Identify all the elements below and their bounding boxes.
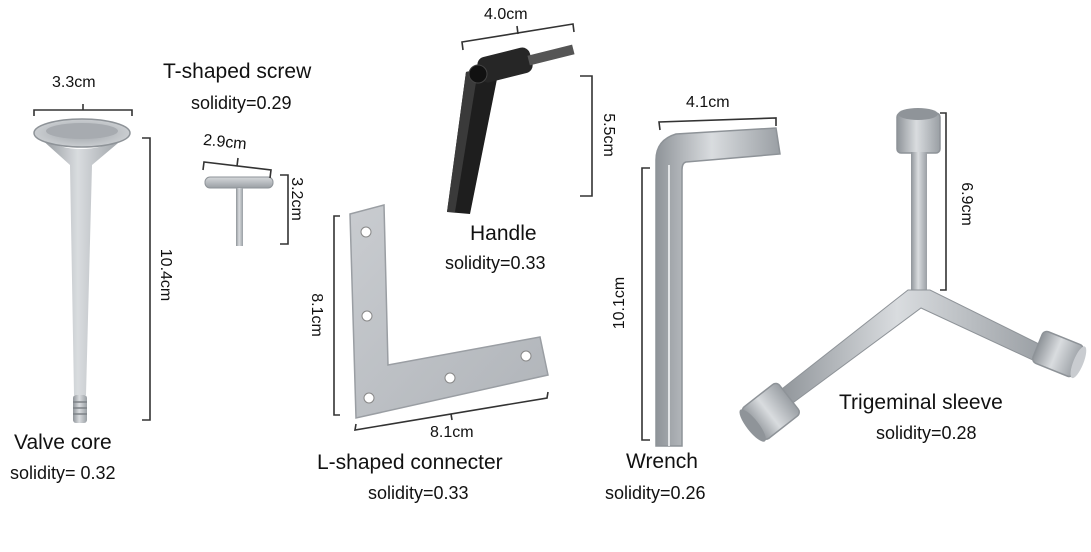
valve-core-solidity: solidity= 0.32 [10,463,116,483]
handle-label: Handle [470,222,537,245]
t-screw-illustration [204,176,274,246]
wrench-label: Wrench [626,450,698,473]
wrench-width-dimension: 4.1cm [686,94,730,111]
trigeminal-sleeve-dimension-lines [940,112,947,291]
valve-core-label: Valve core [14,431,112,454]
t-screw-height-dimension: 3.2cm [287,177,305,221]
wrench-height-dimension: 10.1cm [611,276,629,330]
handle-dimension-lines [461,23,593,197]
handle-width-dimension: 4.0cm [484,6,528,23]
valve-core-height-dimension: 10.4cm [157,248,175,302]
handle-height-dimension: 5.5cm [599,113,617,157]
trigeminal-sleeve-label: Trigeminal sleeve [839,391,1003,414]
wrench-illustration [655,127,781,447]
wrench-solidity: solidity=0.26 [605,483,706,503]
trigeminal-sleeve-illustration [739,108,1087,442]
t-screw-dimension-lines [202,157,289,245]
l-connecter-dimension-lines [333,215,549,431]
l-connecter-height-dimension: 8.1cm [307,293,325,337]
l-connecter-illustration [349,204,549,419]
wrench-dimension-lines [641,117,777,441]
t-screw-label: T-shaped screw [163,60,312,83]
handle-solidity: solidity=0.33 [445,253,546,273]
trigeminal-sleeve-solidity: solidity=0.28 [876,423,977,443]
valve-core-dimension-lines [33,104,151,421]
l-connecter-label: L-shaped connecter [317,451,503,474]
handle-illustration [447,44,575,214]
valve-core-width-dimension: 3.3cm [52,74,96,91]
t-screw-solidity: solidity=0.29 [191,93,292,113]
l-connecter-solidity: solidity=0.33 [368,483,469,503]
valve-core-illustration [33,118,131,423]
trigeminal-sleeve-height-dimension: 6.9cm [957,182,975,226]
l-connecter-width-dimension: 8.1cm [430,424,474,441]
